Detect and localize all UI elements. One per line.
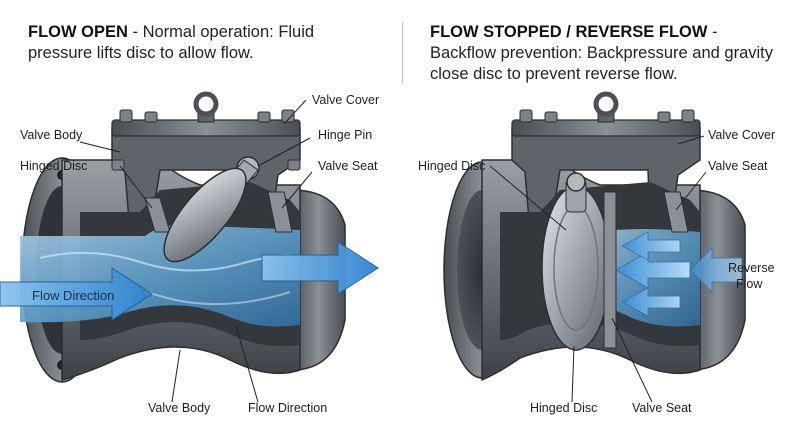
right-panel-title: FLOW STOPPED / REVERSE FLOW - Backflow p…: [430, 22, 780, 85]
left-valve-illustration: [0, 91, 379, 383]
flow-stopped-description: - Backflow prevention: Backpressure and …: [430, 23, 774, 83]
flow-open-description: - Normal operation: Fluid pressure lifts…: [28, 23, 315, 62]
right-labels: Hinged Disc Valve Cover Valve Seat Rever…: [418, 128, 775, 415]
panel-divider: [402, 22, 403, 84]
reverse-flow-arrows: [615, 231, 743, 317]
right-lifting-eye-icon: [593, 91, 619, 117]
right-cover-bolts: [519, 109, 695, 123]
label-hinged-disc-bottom: Hinged Disc: [530, 401, 597, 415]
left-panel-title: FLOW OPEN - Normal operation: Fluid pres…: [28, 22, 358, 64]
left-labels: Valve Cover Valve Body Hinge Pin Hinged …: [20, 93, 379, 415]
label-valve-seat-bottom: Valve Seat: [632, 401, 692, 415]
left-leader-lines: [79, 99, 313, 403]
right-hinge-pin: [566, 172, 586, 192]
label-reverse-flow-line1: Reverse: [728, 261, 775, 275]
label-valve-cover-right: Valve Cover: [708, 128, 775, 142]
label-hinged-disc-top: Hinged Disc: [418, 159, 485, 173]
label-valve-seat-top: Valve Seat: [708, 159, 768, 173]
left-flow-direction-arrow: [0, 267, 153, 321]
left-valve-seat: [267, 191, 293, 233]
label-valve-seat: Valve Seat: [318, 159, 378, 173]
label-flow-direction-bottom: Flow Direction: [248, 401, 327, 415]
label-hinged-disc: Hinged Disc: [20, 159, 87, 173]
label-flow-direction-arrow: Flow Direction: [32, 288, 114, 303]
left-cover-bolts: [111, 109, 301, 171]
left-hinged-disc: [163, 167, 247, 263]
lifting-eye-icon: [193, 91, 219, 117]
flow-open-heading: FLOW OPEN: [28, 23, 128, 41]
flow-stopped-heading: FLOW STOPPED / REVERSE FLOW: [430, 23, 708, 41]
label-reverse-flow-line2: Flow: [736, 277, 763, 291]
right-valve-seat: [603, 191, 617, 349]
left-flow-outlet-arrow: [261, 241, 379, 295]
label-valve-cover: Valve Cover: [312, 93, 379, 107]
label-hinge-pin: Hinge Pin: [318, 128, 372, 142]
label-valve-body-bottom: Valve Body: [148, 401, 211, 415]
right-leader-lines: [489, 135, 707, 403]
label-valve-body-top: Valve Body: [20, 128, 83, 142]
